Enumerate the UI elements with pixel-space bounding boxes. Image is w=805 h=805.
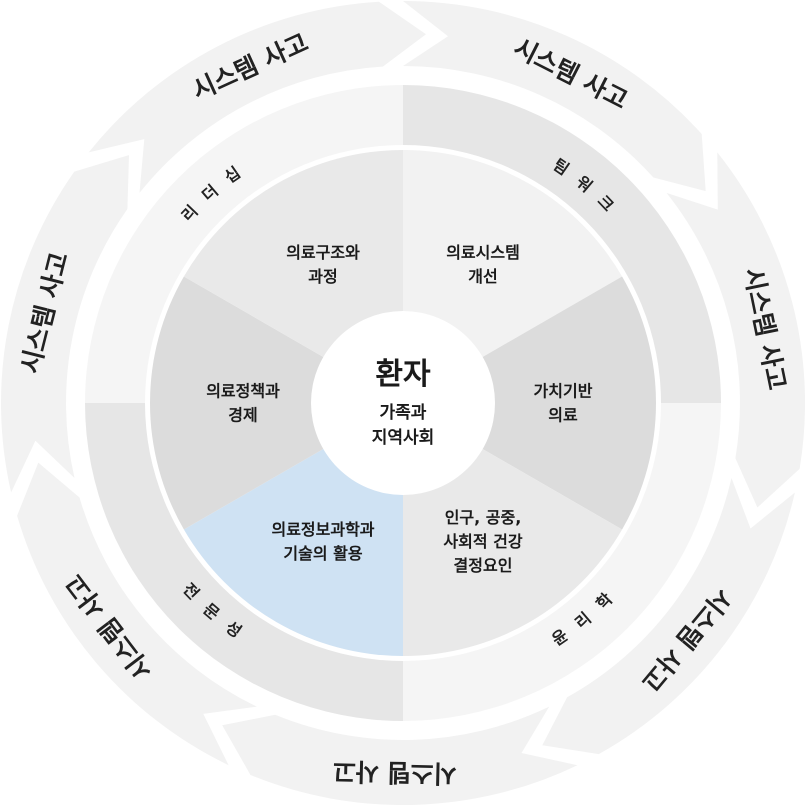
sector-wedge (403, 276, 656, 530)
outer-arrow-shape (88, 1, 426, 193)
outer-arrow-shape (666, 152, 805, 508)
outer-arrow-shape (542, 478, 795, 755)
center-patient: 환자 가족과 지역사회 (311, 311, 495, 495)
sector-label-line: 의료정책과 (206, 382, 280, 401)
sector-label-line: 의료 (548, 406, 578, 425)
sector-label-line: 경제 (228, 406, 257, 425)
sector-label-line: 개선 (468, 267, 497, 286)
center-title: 환자 (375, 357, 431, 392)
sector-label-line: 기술의 활용 (283, 544, 362, 563)
sector-label-line: 결정요인 (454, 556, 513, 575)
outer-arrow-shape (1, 155, 129, 493)
sector-label-line: 인구, 공중, (445, 508, 522, 527)
sector-label-line: 의료시스템 (446, 243, 520, 262)
outer-arrow-shape (403, 1, 706, 192)
sector-label-line: 의료정보과학과 (271, 520, 374, 539)
outer-arrow-shape (17, 462, 257, 766)
outer-arrow-segment: 시스템 사고 (222, 706, 578, 805)
outer-label: 시스템 사고 (333, 757, 457, 789)
outer-arrow-segment: 시스템 사고 (666, 152, 805, 508)
sector-wedge (150, 276, 403, 530)
outer-arrow-segment: 시스템 사고 (1, 155, 129, 493)
center-circle (311, 311, 495, 495)
sector-label-line: 의료구조와 (286, 243, 360, 262)
center-subtitle-line-1: 가족과 (380, 403, 427, 423)
outer-arrow-shape (222, 706, 578, 805)
sector-label-line: 과정 (308, 267, 337, 286)
outer-arrow-segment: 시스템 사고 (88, 1, 426, 193)
center-subtitle-line-2: 지역사회 (372, 428, 435, 448)
sector-label-line: 가치기반 (534, 382, 593, 401)
sector-label-line: 사회적 건강 (443, 532, 522, 551)
